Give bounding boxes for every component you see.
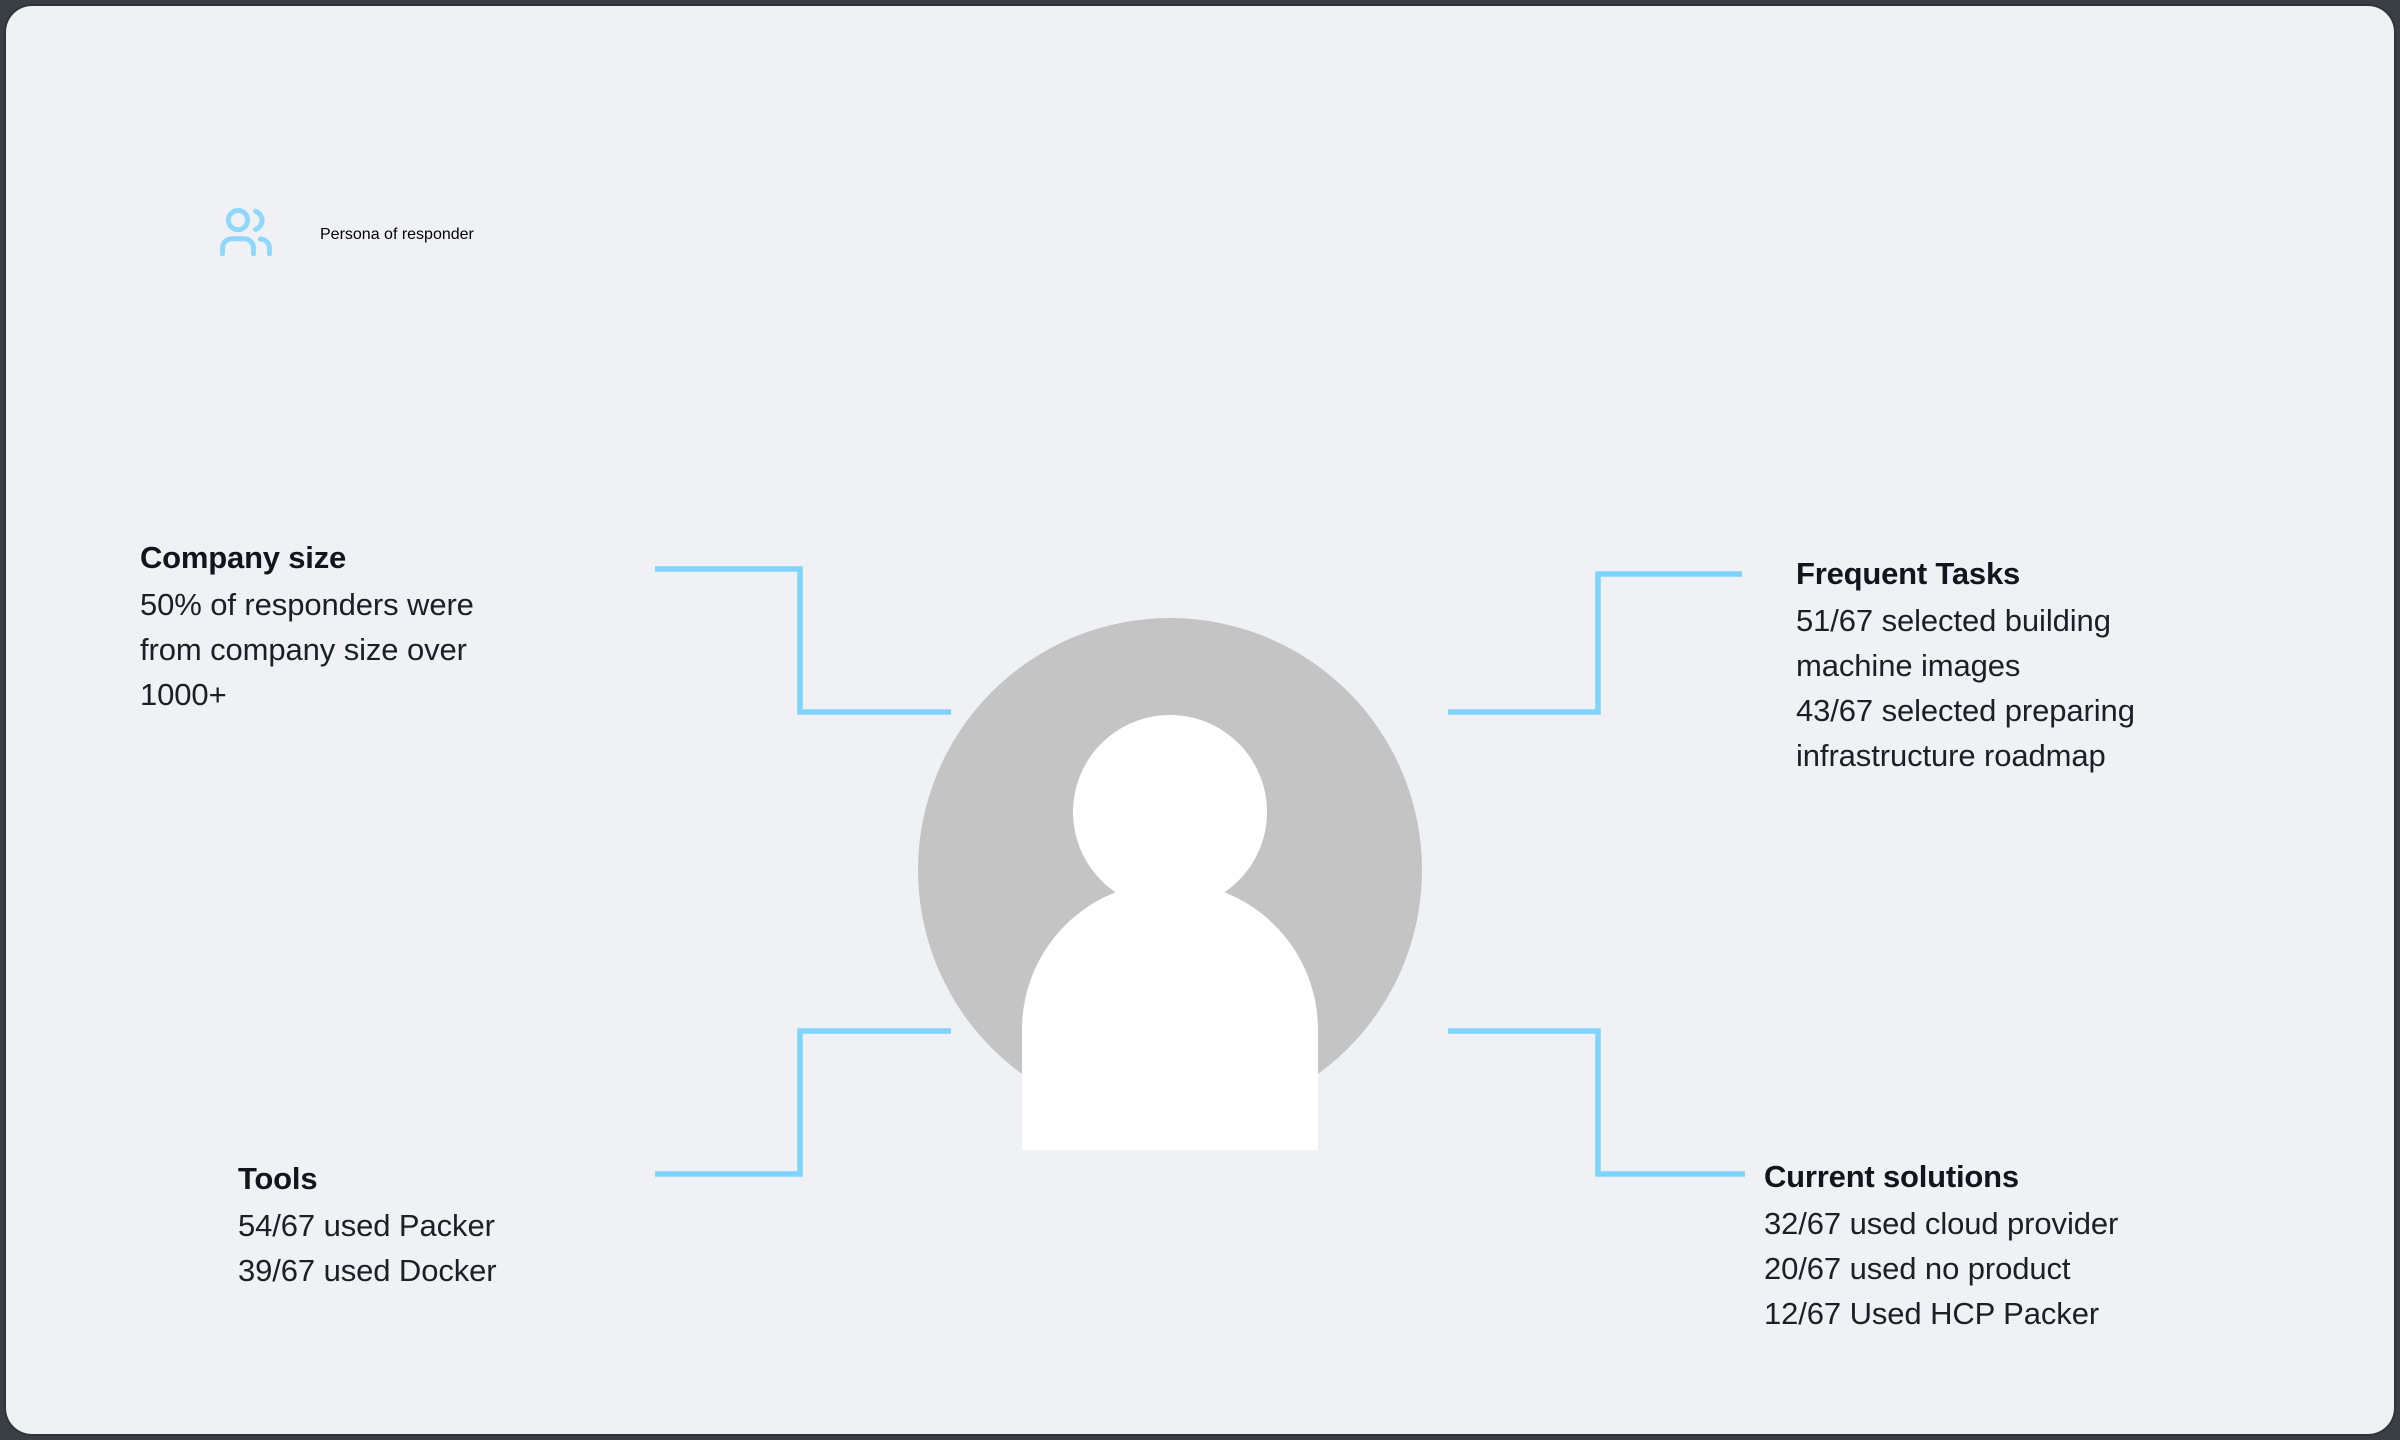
info-block-frequent-tasks: Frequent Tasks 51/67 selected building m…	[1796, 554, 2316, 779]
connector-company-size	[655, 566, 951, 715]
info-title: Current solutions	[1764, 1159, 2019, 1194]
info-block-tools: Tools 54/67 used Packer 39/67 used Docke…	[238, 1159, 708, 1293]
connector-current-solutions	[1448, 1028, 1745, 1177]
info-body: 32/67 used cloud provider 20/67 used no …	[1764, 1205, 2119, 1332]
info-title: Tools	[238, 1161, 318, 1196]
info-block-current-solutions: Current solutions 32/67 used cloud provi…	[1764, 1157, 2304, 1336]
page-header: Persona of responder	[214, 192, 474, 278]
connector-tools	[655, 1028, 951, 1177]
info-body: 50% of responders were from company size…	[140, 586, 474, 713]
connector-frequent-tasks	[1448, 571, 1742, 715]
users-icon	[214, 203, 278, 267]
info-title: Company size	[140, 540, 347, 575]
user-avatar-icon	[1022, 715, 1318, 1150]
info-title: Frequent Tasks	[1796, 556, 2021, 591]
info-body: 51/67 selected building machine images 4…	[1796, 602, 2135, 774]
info-block-company-size: Company size 50% of responders were from…	[140, 538, 610, 717]
avatar	[918, 618, 1422, 1150]
persona-card: Persona of responder	[6, 6, 2394, 1434]
page-title: Persona of responder	[320, 226, 474, 243]
info-body: 54/67 used Packer 39/67 used Docker	[238, 1207, 497, 1288]
